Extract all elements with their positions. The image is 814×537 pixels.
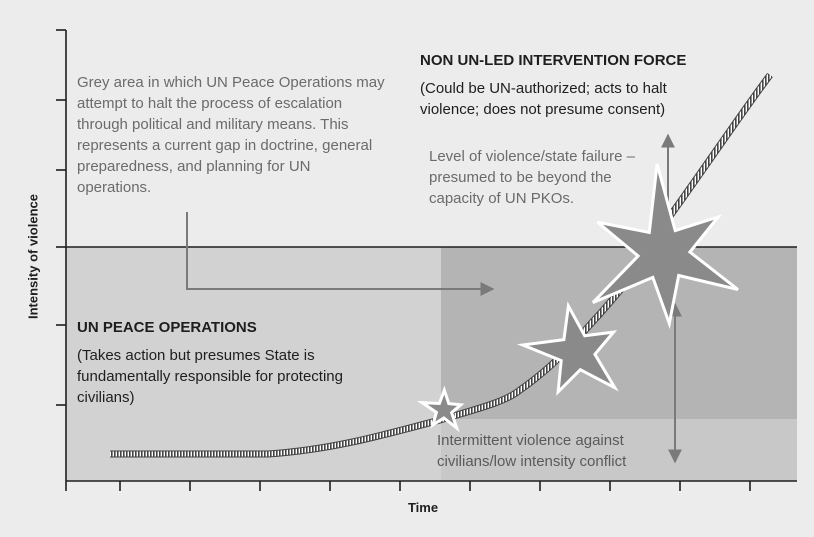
un-peace-operations-title: UN PEACE OPERATIONS: [77, 319, 257, 336]
small-violence-burst: [416, 385, 465, 433]
intermittent-band: [441, 419, 797, 481]
grey-area-zone: [441, 247, 797, 419]
non-un-intervention-title: NON UN-LED INTERVENTION FORCE: [420, 52, 687, 69]
y-axis-label: Intensity of violence: [25, 194, 41, 319]
y-ticks: [56, 29, 66, 406]
grey-area-arrow: [186, 212, 495, 296]
intermittent-violence-note: Intermittent violence against civilians/…: [437, 432, 627, 470]
non-un-intervention-description: (Could be UN-authorized; acts to halt vi…: [420, 80, 667, 118]
medium-violence-burst: [516, 301, 619, 396]
x-axis-label: Time: [407, 500, 439, 515]
x-ticks: [65, 481, 751, 491]
grey-area-note: Grey area in which UN Peace Operations m…: [77, 74, 385, 196]
un-peace-operations-description: (Takes action but presumes State is fund…: [77, 347, 343, 406]
large-violence-burst: [591, 163, 739, 330]
violence-level-note: Level of violence/state failure – presum…: [429, 148, 635, 207]
